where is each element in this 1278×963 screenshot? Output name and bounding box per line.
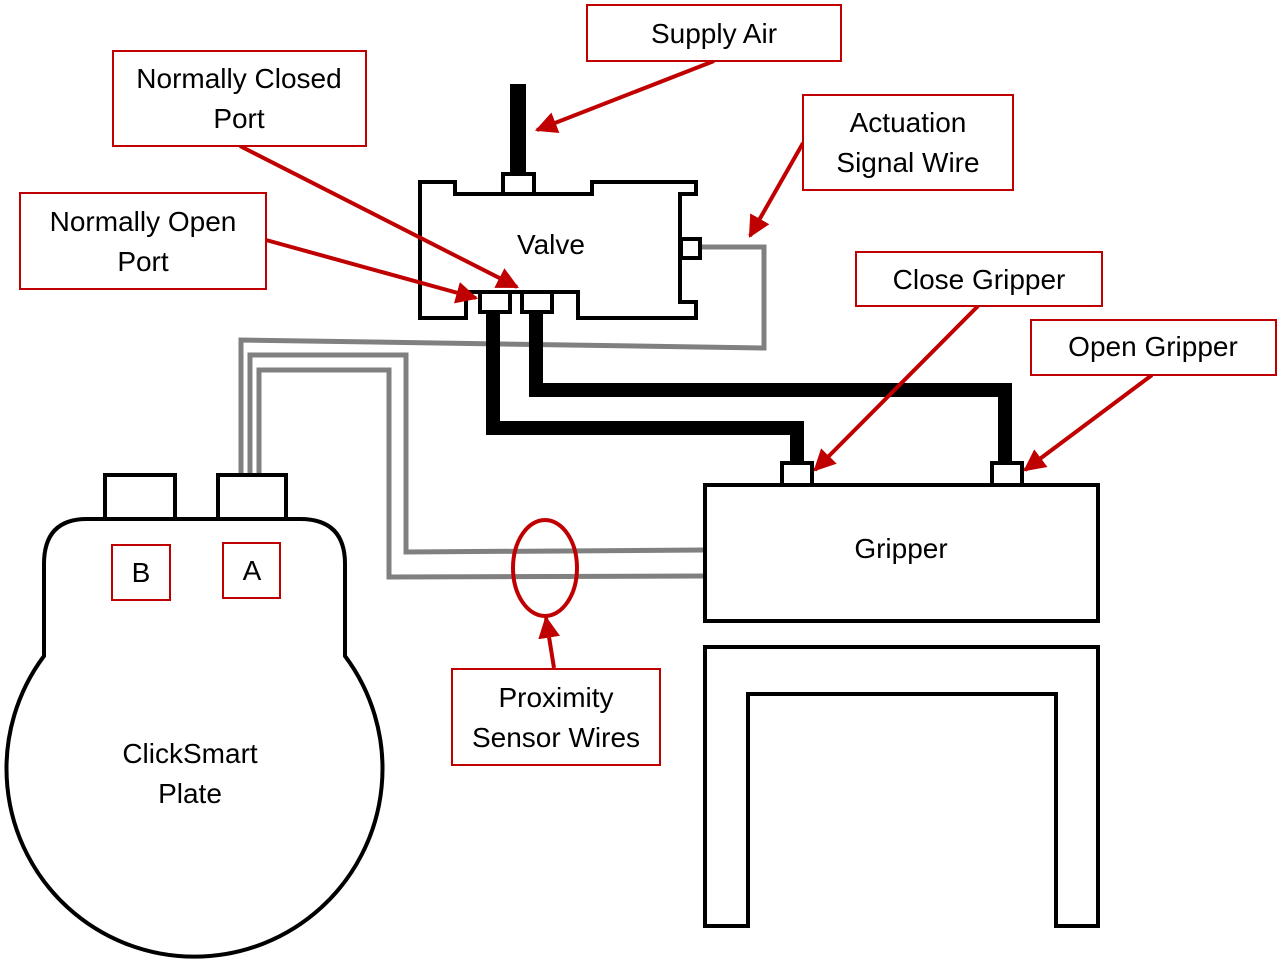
open-gripper-label: Open Gripper (1068, 331, 1238, 362)
port-a-label: A (243, 555, 262, 586)
callout-proximity-sensor-wires: Proximity Sensor Wires (451, 668, 661, 766)
close-gripper-arrow (813, 304, 980, 472)
callout-actuation-signal-wire: Actuation Signal Wire (802, 94, 1014, 191)
gripper: Gripper (703, 461, 1100, 928)
close-gripper-tube (486, 312, 804, 462)
valve-label: Valve (517, 229, 585, 260)
proximity-label-line2: Sensor Wires (472, 722, 640, 753)
normally-closed-label-line2: Port (213, 103, 265, 134)
callout-open-gripper: Open Gripper (1030, 319, 1277, 376)
gripper-fingers (703, 645, 1100, 928)
actuation-arrow (748, 142, 805, 238)
callout-normally-open-port: Normally Open Port (19, 192, 267, 290)
port-a-box (222, 542, 281, 599)
close-gripper-port (780, 461, 814, 487)
normally-open-label-line1: Normally Open (50, 206, 237, 237)
clicksmart-plate: B A ClickSmart Plate (4, 473, 385, 959)
actuation-label-line2: Signal Wire (836, 147, 979, 178)
proximity-label-line1: Proximity (498, 682, 613, 713)
normally-open-port (478, 290, 512, 314)
supply-port (501, 172, 536, 196)
port-b-box (111, 544, 171, 601)
normally-closed-label-line1: Normally Closed (136, 63, 341, 94)
actuation-signal-wire (238, 244, 767, 474)
proximity-sensor-wires (247, 352, 705, 580)
plate-port-a-fitting (216, 473, 288, 521)
signal-port (679, 237, 702, 260)
supply-air-label: Supply Air (651, 18, 777, 49)
proximity-arrow (538, 615, 560, 669)
proximity-highlight-ellipse (511, 518, 579, 618)
open-gripper-port (990, 461, 1024, 487)
port-b-label: B (132, 557, 151, 588)
callout-arrows (239, 59, 1154, 669)
open-gripper-tube (529, 312, 1012, 462)
open-gripper-arrow (1023, 373, 1154, 472)
normally-open-arrow (265, 238, 479, 304)
callout-supply-air: Supply Air (586, 4, 842, 62)
callout-normally-closed-port: Normally Closed Port (112, 50, 367, 147)
valve: Valve (418, 172, 702, 320)
plate-label-line2: Plate (158, 778, 222, 809)
actuation-label-line1: Actuation (850, 107, 967, 138)
gripper-body (703, 483, 1100, 623)
plate-port-b-fitting (103, 473, 177, 521)
normally-open-label-line2: Port (117, 246, 169, 277)
supply-air-arrow (534, 59, 715, 134)
normally-closed-port (520, 290, 554, 314)
normally-closed-arrow (239, 144, 519, 289)
callout-close-gripper: Close Gripper (855, 251, 1103, 307)
plate-label-line1: ClickSmart (122, 738, 258, 769)
gripper-label: Gripper (854, 533, 947, 564)
close-gripper-label: Close Gripper (893, 264, 1066, 295)
